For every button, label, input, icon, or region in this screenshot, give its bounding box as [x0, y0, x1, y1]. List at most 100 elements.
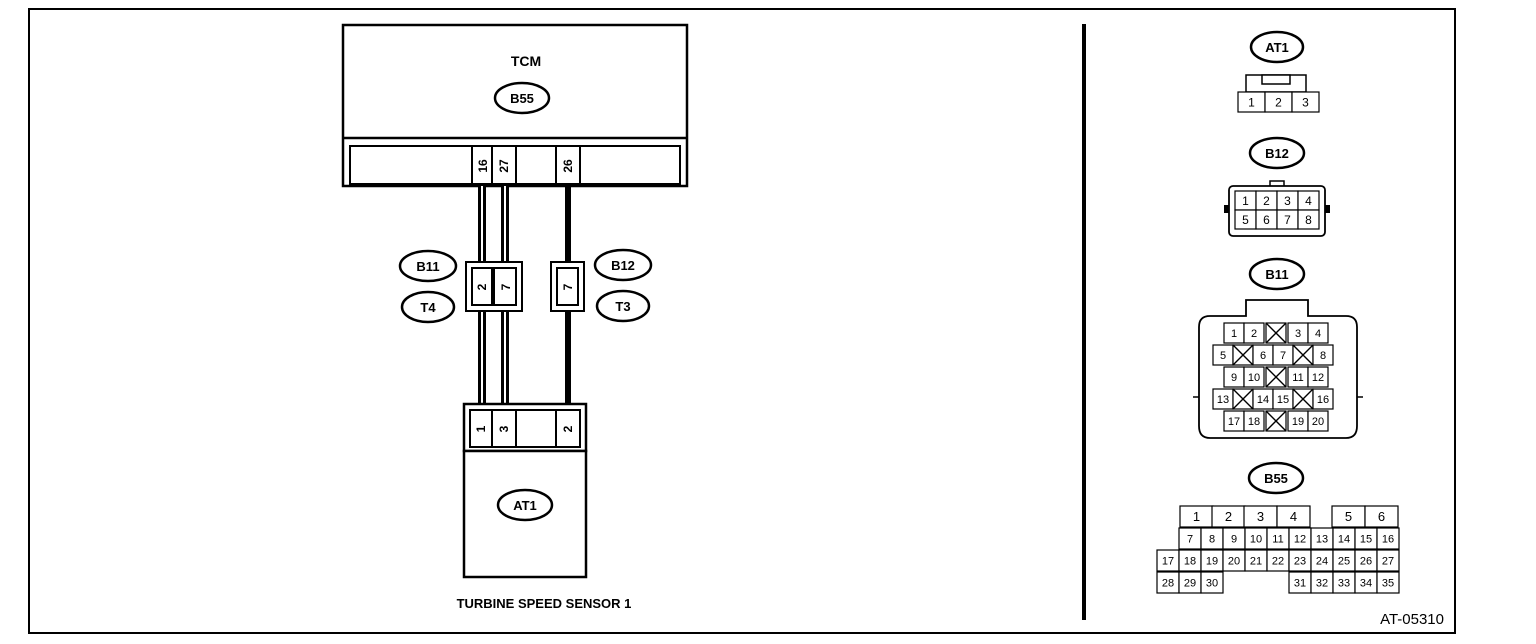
sensor-connector-label: AT1: [513, 498, 537, 513]
b55-view-pin-label: 1: [1193, 509, 1200, 524]
at1-latch-tab: [1261, 74, 1291, 85]
b55-view-pin-label: 22: [1272, 555, 1284, 567]
b55-view-pin-label: 14: [1338, 533, 1350, 545]
tcm-pin-cell: [515, 145, 557, 185]
b55-view-pin-label: 2: [1225, 509, 1232, 524]
t3-label: T3: [615, 299, 630, 314]
b11-view-pin-label: 18: [1248, 416, 1260, 428]
b12-view-pin-label: 8: [1305, 213, 1312, 227]
turbine-speed-sensor: 1 3 2 AT1 TURBINE SPEED SENSOR 1: [457, 402, 632, 611]
b11-view-cell: [1307, 322, 1329, 344]
at1-view-cell: [1291, 91, 1320, 113]
b55-view-cell: [1364, 505, 1399, 528]
b11-view-cell: [1243, 322, 1265, 344]
b55-view-pin-label: 29: [1184, 577, 1196, 589]
b12-view-pin-label: 2: [1263, 194, 1270, 208]
b55-view-pin-label: 24: [1316, 555, 1328, 567]
b55-view-pin-label: 33: [1338, 577, 1350, 589]
b55-view-pin-label: 18: [1184, 555, 1196, 567]
b11-view-blank-cross: [1265, 410, 1287, 432]
b11-pin-label: 2: [475, 283, 489, 290]
b11-view-blank-cross: [1232, 388, 1254, 410]
b55-view-pin-label: 32: [1316, 577, 1328, 589]
b12-key: [1325, 205, 1330, 213]
b11-view-pin-label: 15: [1277, 394, 1289, 406]
at1-view-badge: [1249, 30, 1305, 64]
b55-view-cell: [1376, 527, 1400, 550]
b55-view-pin-label: 27: [1382, 555, 1394, 567]
b55-view-pin-label: 19: [1206, 555, 1218, 567]
b11-view-pin-label: 10: [1248, 372, 1260, 384]
b11-view-pin-label: 17: [1228, 416, 1240, 428]
b11-view-label: B11: [1265, 267, 1288, 282]
b55-view-pin-label: 35: [1382, 577, 1394, 589]
b55-view-pin-label: 4: [1290, 509, 1297, 524]
b12-view-pin-label: 5: [1242, 213, 1249, 227]
b12-view-pin-label: 1: [1242, 194, 1249, 208]
b11-view-pin-label: 13: [1217, 394, 1229, 406]
b11-pin-label: 7: [499, 283, 513, 290]
b55-view-cell: [1276, 505, 1311, 528]
b12-view-pin-label: 4: [1305, 194, 1312, 208]
b11-view-blank-cross: [1232, 344, 1254, 366]
b12-badge: [593, 248, 653, 282]
b12-view-pin-label: 7: [1284, 213, 1291, 227]
b55-view-pin-label: 26: [1360, 555, 1372, 567]
b11-badge: [398, 249, 458, 283]
sensor-caption: TURBINE SPEED SENSOR 1: [457, 596, 632, 611]
b12-pin-cell: [556, 267, 579, 306]
b55-view-pin-label: 13: [1316, 533, 1328, 545]
b55-view-pin-label: 9: [1231, 533, 1237, 545]
b12-view-pin-label: 6: [1263, 213, 1270, 227]
b55-view-pin-label: 30: [1206, 577, 1218, 589]
sensor-pin-cell: [491, 409, 517, 448]
b11-view-pin-label: 5: [1220, 350, 1226, 362]
b11-view-blank-cross: [1265, 322, 1287, 344]
b55-view-cell: [1200, 571, 1224, 594]
b55-view-label: B55: [1264, 471, 1288, 486]
b11-pin-cell: [493, 267, 517, 306]
b55-view-pin-label: 16: [1382, 533, 1394, 545]
b55-view-pin-label: 8: [1209, 533, 1215, 545]
b55-view-pin-label: 25: [1338, 555, 1350, 567]
b55-view-pin-label: 20: [1228, 555, 1240, 567]
b11-pin-cell: [471, 267, 493, 306]
b11-view-pin-label: 2: [1251, 328, 1257, 340]
b11-view-pin-label: 14: [1257, 394, 1269, 406]
b11-view-cell: [1312, 344, 1334, 366]
b12-pin-label: 7: [561, 283, 575, 290]
t4-label: T4: [420, 300, 436, 315]
b55-view-pin-label: 28: [1162, 577, 1174, 589]
b12-view-pin-label: 3: [1284, 194, 1291, 208]
at1-view-pin-label: 3: [1302, 95, 1309, 109]
b55-view-pin-label: 3: [1257, 509, 1264, 524]
b11-view-blank-cross: [1292, 344, 1314, 366]
b11-view-pin-label: 6: [1260, 350, 1266, 362]
b55-view-cell: [1376, 571, 1400, 594]
diagram-frame: [28, 8, 1456, 634]
tcm-module: TCM B55 16 27 26: [341, 23, 689, 188]
b11-view-pin-label: 11: [1292, 372, 1303, 384]
b11-view-pin-label: 3: [1295, 328, 1301, 340]
t4-badge: [400, 290, 456, 324]
b55-view-pin-label: 23: [1294, 555, 1306, 567]
t3-badge: [595, 289, 651, 323]
b55-view-pin-label: 31: [1294, 577, 1306, 589]
b12-view-label: B12: [1265, 146, 1289, 161]
b12-view-badge: [1248, 136, 1306, 170]
b11-view-pin-label: 12: [1312, 372, 1324, 384]
b55-view-pin-label: 7: [1187, 533, 1193, 545]
b12-view-cell: [1297, 209, 1320, 230]
tcm-pin-label: 16: [476, 159, 490, 173]
b55-view-pin-label: 5: [1345, 509, 1352, 524]
b55-view-pin-label: 10: [1250, 533, 1262, 545]
b11-view-cell: [1307, 366, 1329, 388]
tcm-pin-cell: [555, 145, 581, 185]
b11-view-pin-label: 19: [1292, 416, 1304, 428]
connector-b12-t3: 7 B12 T3: [550, 248, 653, 323]
b55-view-pin-label: 15: [1360, 533, 1372, 545]
